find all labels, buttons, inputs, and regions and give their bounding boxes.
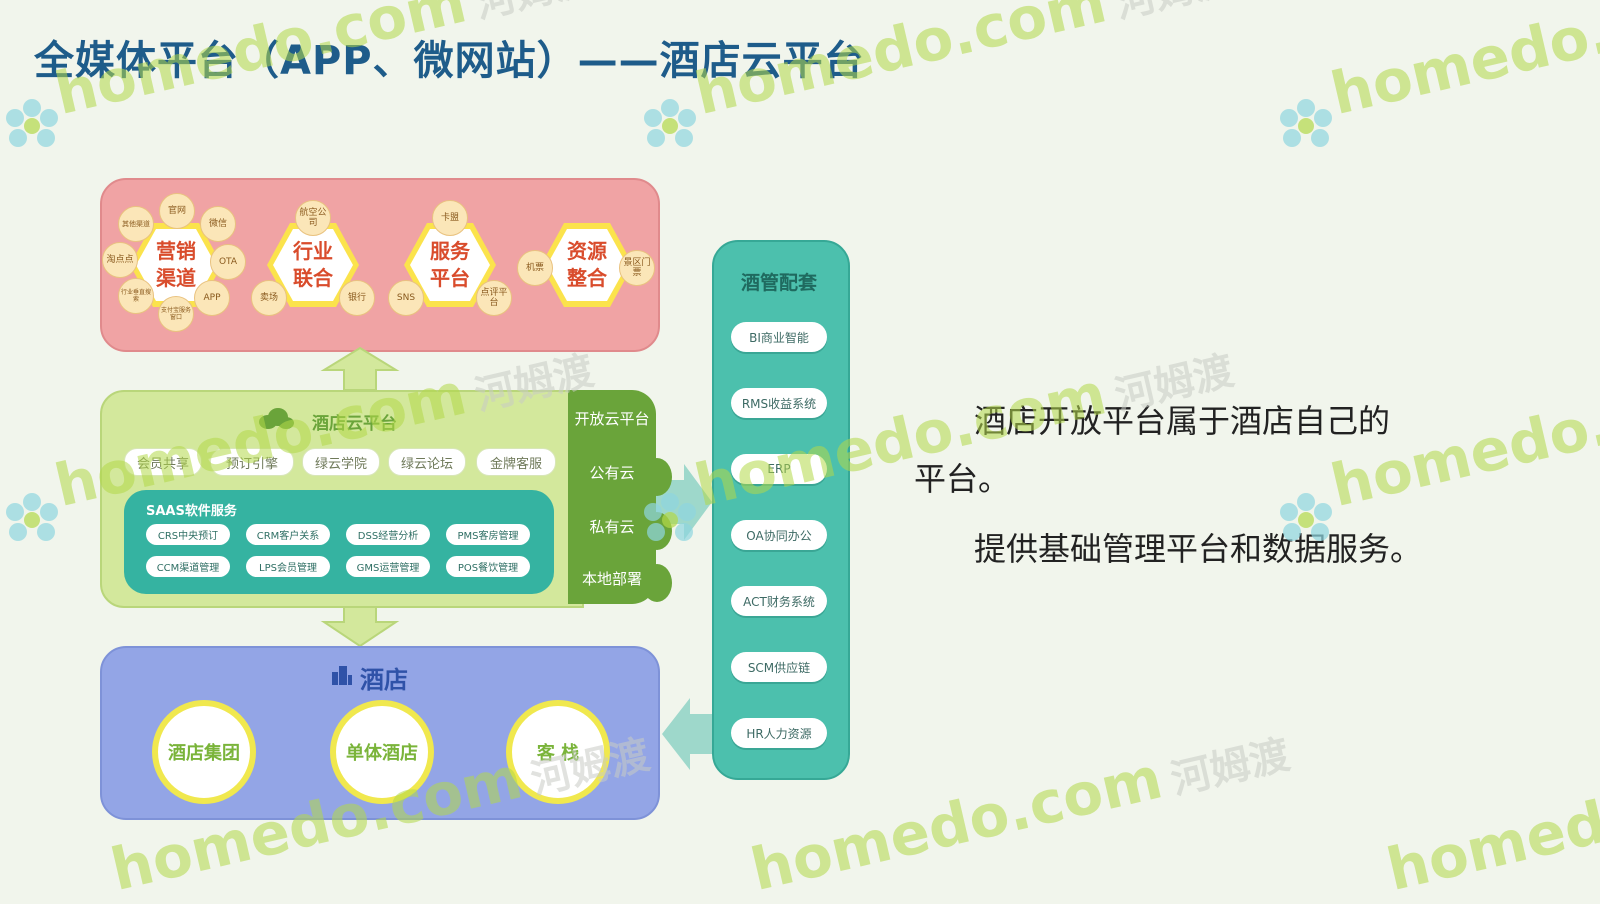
watermark-logo-icon bbox=[644, 99, 696, 147]
watermark: homedo.com bbox=[1324, 0, 1600, 129]
watermark-logo-icon bbox=[6, 493, 58, 541]
petal: OTA bbox=[210, 244, 246, 280]
petal: 官网 bbox=[159, 193, 195, 229]
page-title: 全媒体平台（APP、微网站）——酒店云平台 bbox=[34, 38, 865, 84]
petal: 卖场 bbox=[251, 280, 287, 316]
up-arrow bbox=[320, 346, 400, 391]
hotel-group-circle: 酒店集团 bbox=[152, 700, 256, 804]
saas-item: PMS客房管理 bbox=[446, 524, 530, 545]
watermark: homedo.com bbox=[1380, 743, 1600, 904]
petal: 机票 bbox=[517, 250, 553, 286]
hotel-title: 酒店 bbox=[360, 666, 408, 694]
saas-item: CRM客户关系 bbox=[246, 524, 330, 545]
petal: 淘点点 bbox=[102, 242, 138, 278]
petal: APP bbox=[194, 280, 230, 316]
petal: 支付宝服务窗口 bbox=[158, 296, 194, 332]
saas-item: CCM渠道管理 bbox=[146, 556, 230, 577]
building-icon bbox=[331, 664, 353, 690]
cloud-platform-title: 酒店云平台 bbox=[312, 414, 397, 434]
description-line-2: 平台。 bbox=[914, 460, 1011, 498]
flower-service: 服务平台 卡盟 点评平台 SNS bbox=[370, 190, 530, 340]
saas-item: CRS中央预订 bbox=[146, 524, 230, 545]
feature-pill: 预订引擎 bbox=[210, 448, 294, 476]
left-arrow bbox=[662, 698, 714, 770]
tab-local-deploy: 本地部署 bbox=[581, 570, 642, 588]
saas-item: POS餐饮管理 bbox=[446, 556, 530, 577]
petal: 银行 bbox=[339, 280, 375, 316]
support-item: HR人力资源 bbox=[731, 718, 827, 748]
support-column bbox=[712, 240, 850, 780]
support-item: OA协同办公 bbox=[731, 520, 827, 550]
tab-public-cloud: 公有云 bbox=[589, 464, 635, 482]
saas-item: LPS会员管理 bbox=[246, 556, 330, 577]
watermark-logo-icon bbox=[1280, 99, 1332, 147]
flower-center: 行业联合 bbox=[273, 229, 353, 301]
watermark-logo-icon bbox=[6, 99, 58, 147]
support-title: 酒管配套 bbox=[740, 272, 817, 294]
tab-private-cloud: 私有云 bbox=[589, 518, 635, 536]
inn-circle: 客 栈 bbox=[506, 700, 610, 804]
saas-item: DSS经营分析 bbox=[346, 524, 430, 545]
cloud-icon bbox=[258, 408, 294, 434]
petal: 点评平台 bbox=[476, 280, 512, 316]
description-line-1: 酒店开放平台属于酒店自己的 bbox=[974, 402, 1391, 440]
flower-industry: 行业联合 航空公司 银行 卖场 bbox=[233, 190, 393, 340]
petal: 行业垂直搜索 bbox=[118, 278, 154, 314]
support-item: BI商业智能 bbox=[731, 322, 827, 352]
petal: 景区门票 bbox=[619, 250, 655, 286]
flower-center: 服务平台 bbox=[410, 229, 490, 301]
feature-pill: 金牌客服 bbox=[476, 448, 556, 476]
petal: 卡盟 bbox=[432, 200, 468, 236]
support-item: ERP bbox=[731, 454, 827, 484]
description-line-3: 提供基础管理平台和数据服务。 bbox=[974, 530, 1423, 568]
flower-marketing: 营销渠道 官网 微信 OTA APP 支付宝服务窗口 行业垂直搜索 淘点点 其他… bbox=[96, 190, 256, 340]
tab-open-cloud: 开放云平台 bbox=[574, 410, 650, 428]
petal: 航空公司 bbox=[295, 200, 331, 236]
watermark-logo-icon bbox=[644, 493, 696, 541]
petal: 微信 bbox=[200, 206, 236, 242]
support-item: ACT财务系统 bbox=[731, 586, 827, 616]
support-item: RMS收益系统 bbox=[731, 388, 827, 418]
feature-pill: 绿云学院 bbox=[302, 448, 380, 476]
feature-pill: 会员共享 bbox=[124, 448, 202, 476]
watermark-logo-icon bbox=[1280, 493, 1332, 541]
petal: 其他渠道 bbox=[118, 206, 154, 242]
petal: SNS bbox=[388, 280, 424, 316]
flower-resource: 资源整合 景区门票 机票 bbox=[507, 190, 667, 340]
saas-item: GMS运营管理 bbox=[346, 556, 430, 577]
saas-title: SAAS软件服务 bbox=[146, 504, 237, 519]
single-hotel-circle: 单体酒店 bbox=[330, 700, 434, 804]
feature-pill: 绿云论坛 bbox=[388, 448, 466, 476]
down-arrow bbox=[320, 604, 400, 648]
support-item: SCM供应链 bbox=[731, 652, 827, 682]
